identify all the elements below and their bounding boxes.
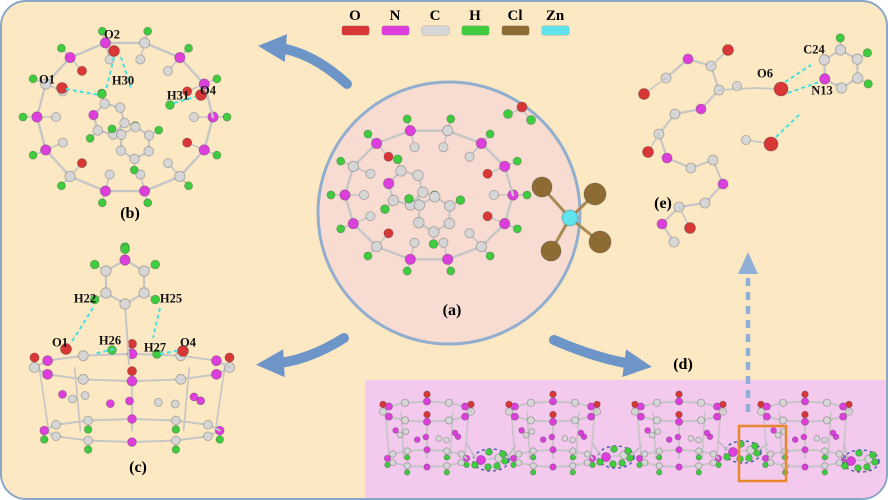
- legend-symbol: H: [469, 8, 481, 24]
- legend-item-zn: Zn: [540, 8, 570, 35]
- flow-arrows: [256, 34, 758, 412]
- legend-item-h: H: [460, 8, 490, 35]
- legend-item-o: O: [340, 8, 370, 35]
- molecule-a: [326, 101, 612, 276]
- legend: O N C H Cl Zn: [340, 8, 570, 35]
- legend-color-swatch: [381, 26, 409, 35]
- legend-symbol: N: [389, 8, 401, 24]
- legend-symbol: Cl: [507, 8, 523, 24]
- molecule-c: [29, 242, 235, 454]
- legend-item-n: N: [380, 8, 410, 35]
- arrow-to-c: [256, 333, 349, 378]
- legend-symbol: O: [349, 8, 361, 24]
- legend-color-swatch: [341, 26, 369, 35]
- legend-item-cl: Cl: [500, 8, 530, 35]
- legend-color-swatch: [421, 26, 449, 35]
- arrow-to-d: [549, 335, 652, 378]
- molecule-e: [638, 33, 873, 248]
- legend-color-swatch: [501, 26, 529, 35]
- legend-color-swatch: [461, 26, 489, 35]
- hydrogen-bonds: [65, 56, 820, 355]
- legend-color-swatch: [541, 26, 569, 35]
- molecule-d-chain: [378, 390, 880, 483]
- arrow-to-b: [258, 34, 352, 89]
- dashed-arrow-head: [738, 252, 758, 274]
- legend-symbol: C: [429, 8, 441, 24]
- legend-symbol: Zn: [545, 8, 565, 24]
- legend-item-c: C: [420, 8, 450, 35]
- molecule-b: [18, 26, 232, 208]
